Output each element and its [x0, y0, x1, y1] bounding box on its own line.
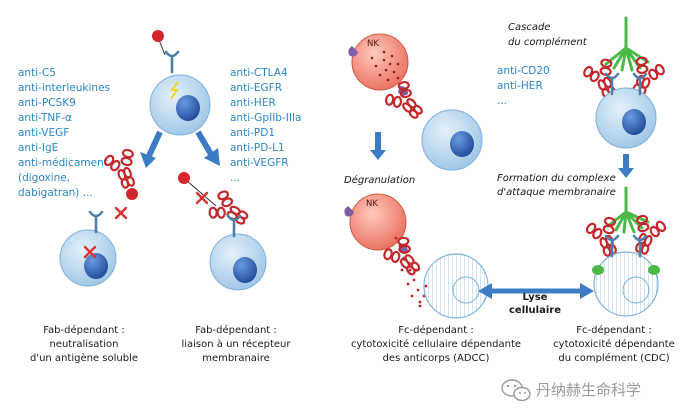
caption-line: Fab-dépendant :: [43, 324, 125, 336]
panel2-drug: ...: [230, 172, 240, 184]
panel2-drug: anti-PD1: [230, 127, 275, 139]
panel1-drug: anti-IgE: [18, 142, 58, 154]
panel3-caption: Fc-dépendant : cytotoxicité cellulaire d…: [351, 324, 521, 364]
target-cell-2: [209, 214, 267, 291]
panel4-drug: anti-HER: [497, 80, 543, 92]
watermark-text: 丹纳赫生命科学: [536, 381, 641, 399]
nk-cell-top: NK: [348, 33, 409, 96]
antigen-icon: [126, 188, 138, 200]
lysis-label: Lyse cellulaire: [509, 292, 561, 316]
caption-line: cytotoxicité cellulaire dépendante: [351, 338, 521, 350]
arrow-head-icon: [204, 148, 220, 166]
receptor-icon: [88, 210, 104, 234]
soluble-antigen-icon: [152, 30, 164, 42]
panel2-drug: anti-HER: [230, 97, 276, 109]
panel2-drug: anti-GpIIb-IIIa: [230, 112, 301, 124]
panel2-drug: anti-CTLA4: [230, 67, 288, 79]
fc-receptor-icon: [348, 46, 358, 57]
svg-text:cellulaire: cellulaire: [509, 305, 561, 316]
panel4-drug: ...: [497, 95, 507, 107]
target-cell-cdc-lysed: [592, 234, 660, 317]
caption-line: d'un antigène soluble: [30, 352, 138, 364]
arrow-icon: [145, 130, 163, 160]
panel1-drug: anti-C5: [18, 67, 56, 79]
panel1-drug: anti-PCSK9: [18, 97, 76, 109]
nk-cell-bottom: NK: [344, 193, 408, 254]
target-cell-cdc-top: [595, 72, 657, 149]
caption-line: Fc-dépendant :: [398, 324, 473, 336]
caption-line: des anticorps (ADCC): [383, 353, 490, 364]
panel1-drug-list: anti-C5 anti-interleukines anti-PCSK9 an…: [18, 67, 110, 199]
caption-line: membranaire: [202, 353, 270, 364]
svg-text:Lyse: Lyse: [523, 292, 548, 303]
arrow-icon: [195, 130, 215, 158]
complement-c1q-icon: [604, 16, 650, 72]
panel2-drug: anti-PD-L1: [230, 142, 285, 154]
caption-line: Fc-dépendant :: [576, 324, 651, 336]
panel4-caption: Fc-dépendant : cytotoxicité dépendante d…: [553, 324, 675, 364]
complement-c1q-icon: [606, 186, 650, 234]
lysis-double-arrow-icon: [478, 283, 594, 299]
svg-text:du complément: du complément: [508, 36, 588, 48]
svg-text:Cascade: Cascade: [508, 22, 550, 33]
receptor-icon: [226, 214, 242, 238]
panel1-drug: anti-VEGF: [18, 127, 69, 139]
caption-line: neutralisation: [49, 339, 118, 350]
ligand-icon: [178, 172, 190, 184]
panel1-drug: dabigatran) ...: [18, 187, 93, 199]
panel2-caption: Fab-dépendant : liaison à un récepteur m…: [181, 324, 291, 364]
caption-line: du complément (CDC): [558, 352, 669, 364]
svg-text:Formation du complexe: Formation du complexe: [497, 173, 616, 184]
panel4-drug: anti-CD20: [497, 65, 550, 77]
panel-receptor-binding: anti-CTLA4 anti-EGFR anti-HER anti-GpIIb…: [178, 67, 301, 364]
panel-adcc: NK Dégranulation NK: [344, 33, 594, 364]
arrow-head-icon: [618, 168, 634, 178]
granules-icon: [394, 236, 428, 308]
panel4-drug-list: anti-CD20 anti-HER ...: [497, 65, 550, 107]
target-cell-adcc-top: [421, 109, 483, 171]
target-cell-lysed: [423, 253, 489, 319]
panel1-drug: anti-médicament: [18, 157, 108, 169]
receptor-icon: [164, 50, 180, 74]
caption-line: Fab-dépendant :: [195, 324, 277, 336]
panel-neutralisation: anti-C5 anti-interleukines anti-PCSK9 an…: [18, 30, 211, 364]
panel1-drug: anti-interleukines: [18, 82, 110, 94]
svg-text:d'attaque membranaire: d'attaque membranaire: [497, 187, 616, 198]
top-cell-shared: [149, 30, 211, 136]
panel2-drug: anti-VEGFR: [230, 157, 289, 169]
degranulation-label: Dégranulation: [344, 174, 415, 186]
mac-pore-icon: [592, 265, 604, 275]
nk-label: NK: [367, 39, 379, 49]
caption-line: liaison à un récepteur: [181, 338, 291, 350]
arrow-head-icon: [140, 152, 156, 168]
panel-cdc: Cascade du complément anti-CD20 anti-HER…: [497, 16, 675, 364]
wechat-logo-icon: [501, 379, 531, 402]
arrow-head-icon: [370, 150, 386, 160]
fc-receptor-icon: [344, 206, 354, 217]
mac-pore-icon: [648, 265, 660, 275]
caption-line: cytotoxicité dépendante: [553, 338, 675, 350]
block-x-icon: [114, 206, 128, 220]
antibody-icon: [204, 186, 255, 235]
panel1-drug: (digoxine,: [18, 172, 70, 184]
cascade-label: Cascade du complément: [508, 22, 588, 48]
target-cell-1: [59, 210, 117, 287]
formation-label: Formation du complexe d'attaque membrana…: [497, 173, 616, 198]
watermark: 丹纳赫生命科学: [501, 379, 641, 402]
panel2-drug-list: anti-CTLA4 anti-EGFR anti-HER anti-GpIIb…: [230, 67, 301, 184]
panel1-drug: anti-TNF-α: [18, 112, 72, 124]
panel1-caption: Fab-dépendant : neutralisation d'un anti…: [30, 324, 138, 364]
nk-label: NK: [366, 199, 378, 209]
antibody-icon: [100, 144, 146, 194]
panel2-drug: anti-EGFR: [230, 82, 282, 94]
